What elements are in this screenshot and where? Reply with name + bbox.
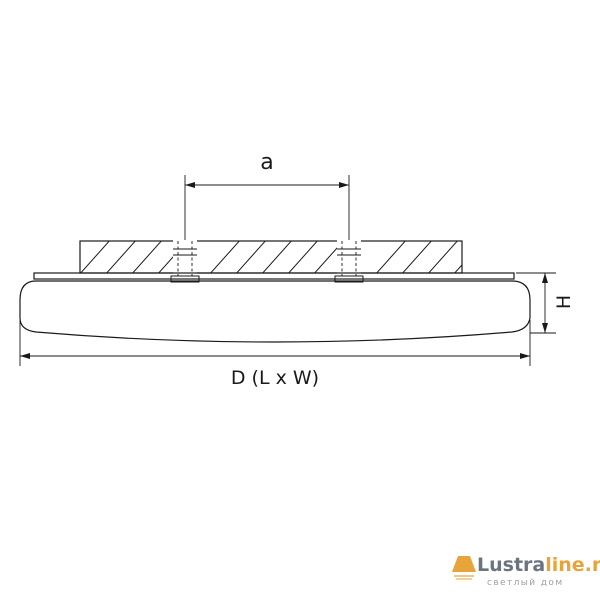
mounting-plate-hatching — [80, 241, 462, 273]
mounting-screw-left — [170, 240, 200, 283]
watermark-brand-accent: line.ru — [545, 554, 600, 576]
lamp-logo-icon — [452, 556, 476, 580]
watermark-brand-main: Lustra — [477, 554, 545, 576]
dimension-d-label: D (L x W) — [231, 367, 319, 389]
dimension-h-label: H — [553, 295, 575, 309]
dimension-h: H — [516, 272, 575, 334]
watermark-tagline: светлый дом — [487, 578, 564, 588]
mounting-screw-right — [334, 240, 364, 283]
base-plate — [33, 272, 515, 280]
watermark-logo: Lustraline.ru светлый дом — [452, 554, 600, 588]
watermark-brand: Lustraline.ru — [477, 554, 600, 576]
lamp-diffuser-body — [19, 280, 531, 343]
mounting-plate — [79, 240, 463, 274]
dimension-a-label: a — [260, 150, 273, 175]
dimension-a: a — [184, 150, 350, 240]
dimension-d: D (L x W) — [19, 320, 531, 389]
